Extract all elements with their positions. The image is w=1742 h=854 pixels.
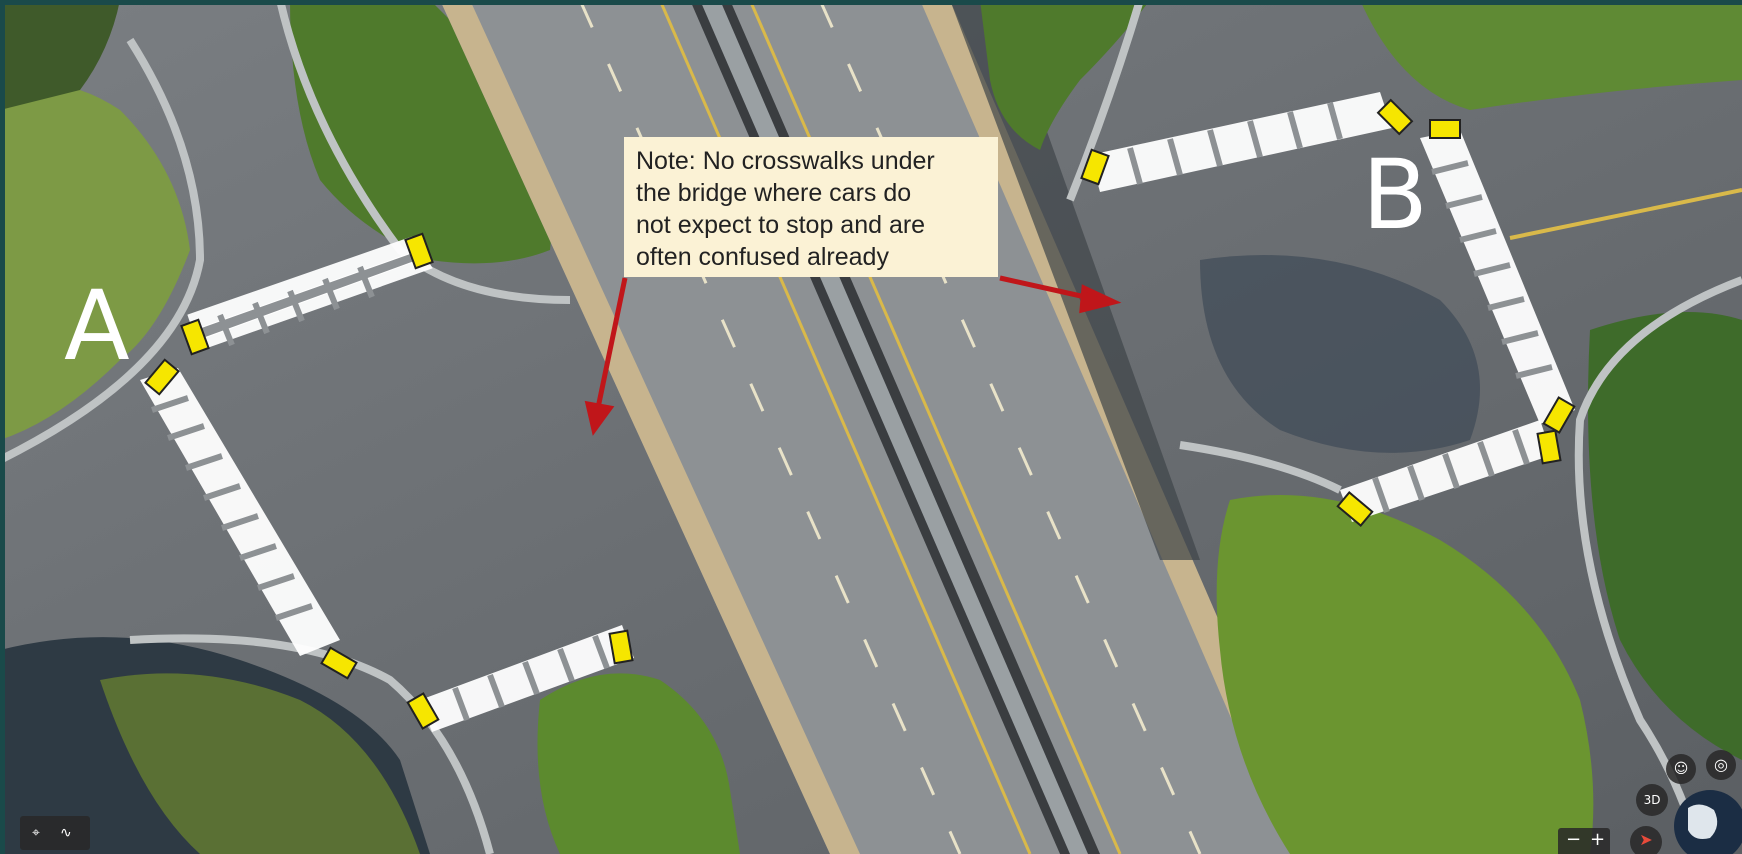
intersection-label-a: A (64, 270, 130, 382)
compass-icon: ➤ (1639, 830, 1653, 849)
curb-b-bottom (1179, 441, 1342, 494)
zoom-controls: − + (1558, 828, 1610, 854)
my-location-button[interactable]: ◎ (1706, 750, 1736, 780)
signal-marker-a1 (404, 232, 434, 270)
crosswalk-a-bottom (420, 625, 634, 732)
grass-area-top-left (0, 83, 190, 440)
note-line-4: often confused already (636, 243, 889, 271)
note-line-1: Note: No crosswalks under (636, 147, 935, 175)
three-d-label: 3D (1643, 793, 1661, 807)
signal-marker-b6 (1336, 491, 1374, 527)
signal-marker-a5 (406, 692, 440, 730)
yellow-line-right (1509, 188, 1742, 240)
arrow-left (595, 277, 628, 409)
curb-b-left (1066, 0, 1144, 202)
compass-button[interactable]: ➤ (1630, 826, 1662, 854)
frame-top (0, 0, 1742, 5)
bridge-shadow-right (950, 0, 1200, 560)
bridge-edge-left (440, 0, 860, 854)
trees-top-right-center (980, 0, 1150, 150)
signal-marker-b3 (1429, 119, 1461, 139)
crosswalk-b-top (1090, 92, 1392, 192)
elevation-icon[interactable]: ∿ (60, 825, 72, 841)
location-pin-icon[interactable]: ⌖ (32, 825, 40, 841)
signal-marker-a2 (180, 318, 210, 356)
note-line-3: not expect to stop and are (636, 211, 926, 239)
trees-bottom-center (537, 673, 740, 854)
zoom-in-button[interactable]: + (1590, 829, 1606, 850)
signal-marker-a4 (320, 646, 358, 680)
signal-marker-b5 (1536, 429, 1562, 465)
arrow-right (999, 275, 1091, 301)
signal-markers (144, 98, 1576, 730)
signal-marker-a6 (608, 629, 634, 665)
crosswalk-a-left (140, 368, 340, 656)
arrow-right-head (1079, 284, 1122, 314)
intersection-label-b: B (1362, 139, 1428, 251)
globe-continents (1688, 804, 1718, 839)
grass-area-bottom-left (100, 673, 420, 854)
callout-arrows (584, 275, 1122, 436)
zoom-out-button[interactable]: − (1566, 829, 1582, 850)
frame-left (0, 0, 5, 854)
note-callout: Note: No crosswalks under the bridge whe… (624, 137, 998, 277)
crosswalk-stripes (151, 102, 1553, 722)
three-d-button[interactable]: 3D (1636, 784, 1668, 816)
signal-marker-b2 (1376, 98, 1414, 136)
signal-marker-a3 (144, 358, 180, 396)
pegman-button[interactable]: ☺ (1666, 754, 1696, 784)
arrow-left-head (584, 400, 615, 436)
signal-marker-b4 (1542, 396, 1576, 434)
curb-a-left (0, 37, 205, 464)
curb-a-bottom (129, 634, 494, 854)
crosswalk-b-bottom (1340, 420, 1552, 522)
tree-shadow-b (1200, 255, 1480, 453)
my-location-icon: ◎ (1714, 755, 1728, 774)
grass-area-top-right (1360, 0, 1742, 110)
bottom-left-controls: ⌖ ∿ (20, 816, 90, 850)
note-line-2: the bridge where cars do (636, 179, 912, 207)
trees-bottom-right (1216, 495, 1594, 854)
pegman-icon: ☺ (1673, 761, 1689, 777)
signal-marker-b1 (1080, 148, 1110, 186)
grass-area-top-left-dark (0, 0, 120, 110)
trees-right-edge (1588, 312, 1742, 760)
